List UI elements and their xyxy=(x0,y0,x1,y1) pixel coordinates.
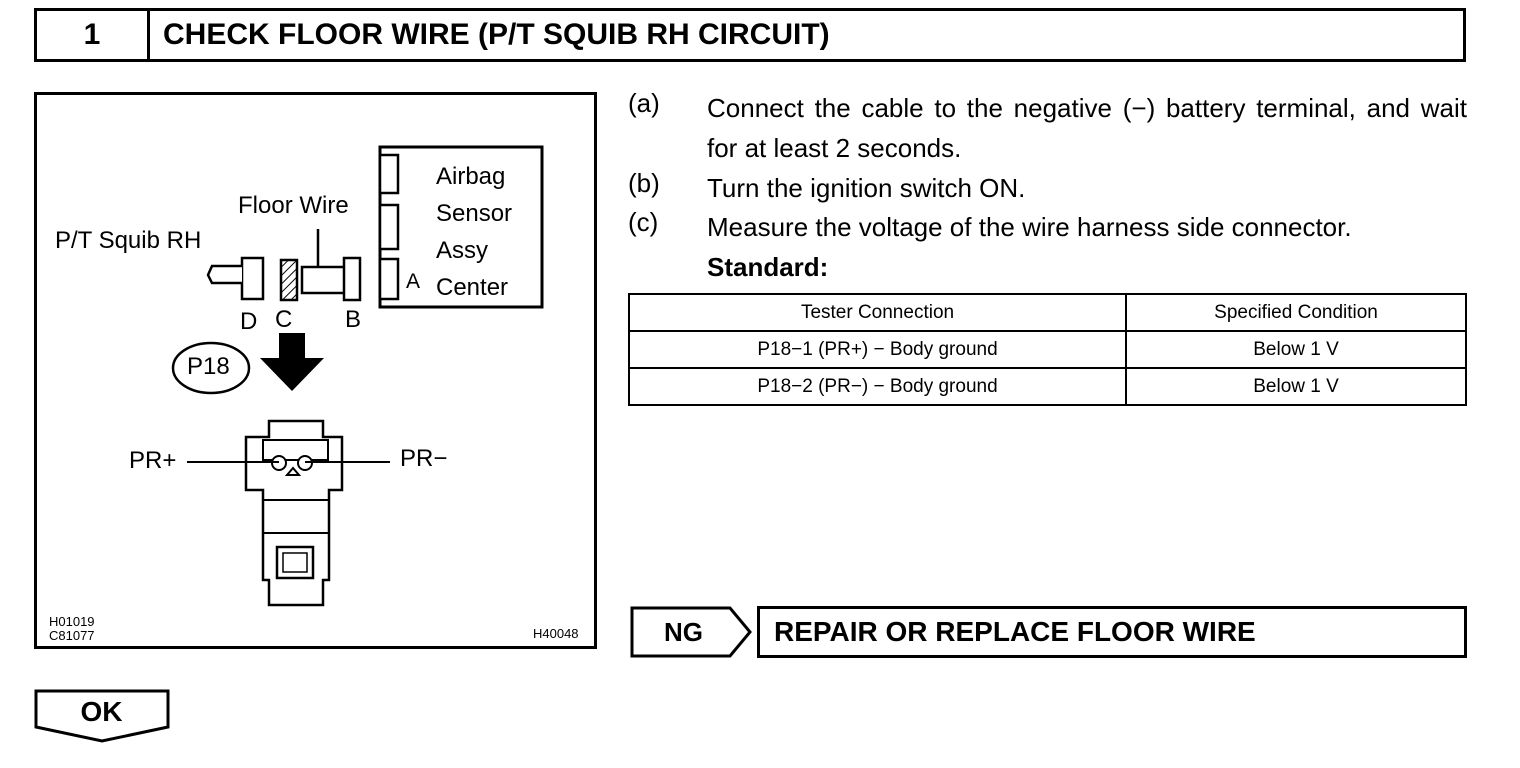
ng-action-box: REPAIR OR REPLACE FLOOR WIRE xyxy=(757,606,1467,658)
label-connector-d: D xyxy=(240,308,258,335)
squib-plug xyxy=(206,264,242,285)
p18-connector-face xyxy=(244,419,344,607)
table-row: P18−2 (PR−) − Body ground Below 1 V xyxy=(627,367,1467,406)
sensor-pin-2 xyxy=(378,203,400,251)
step-letter-c: (c) xyxy=(628,207,659,237)
table-row: P18−1 (PR+) − Body ground Below 1 V xyxy=(627,330,1467,369)
step-text-a: Connect the cable to the negative (−) ba… xyxy=(707,93,1467,163)
step-letter-b: (b) xyxy=(628,168,660,198)
down-arrow-icon xyxy=(260,333,324,391)
label-sensor: Sensor xyxy=(436,200,513,227)
label-center: Center xyxy=(436,274,509,301)
table-header: Tester Connection xyxy=(627,293,1128,332)
step-header: 1 CHECK FLOOR WIRE (P/T SQUIB RH CIRCUIT… xyxy=(34,8,1466,62)
step-number: 1 xyxy=(37,11,150,59)
step-letter-a: (a) xyxy=(628,88,660,118)
table-cell: Below 1 V xyxy=(1125,367,1467,406)
ng-arrow-icon xyxy=(630,606,752,658)
label-assy: Assy xyxy=(436,237,489,264)
step-title: CHECK FLOOR WIRE (P/T SQUIB RH CIRCUIT) xyxy=(163,18,830,51)
wiring-figure: P/T Squib RH Floor Wire Airbag Sensor As… xyxy=(34,92,597,649)
floor-wire-body xyxy=(300,265,349,295)
sensor-pin-1 xyxy=(378,153,400,195)
connector-b xyxy=(342,256,362,302)
table-cell: P18−2 (PR−) − Body ground xyxy=(627,367,1128,406)
label-p18: P18 xyxy=(187,353,230,380)
squib-connector-d xyxy=(240,256,265,301)
table-header: Specified Condition xyxy=(1125,293,1467,332)
ok-label: OK xyxy=(80,696,123,727)
label-airbag: Airbag xyxy=(436,163,506,190)
p18-ellipse xyxy=(171,341,251,395)
step-text-b: Turn the ignition switch ON. xyxy=(707,173,1026,203)
figure-code-2: C81077 xyxy=(49,628,95,643)
label-pt-squib: P/T Squib RH xyxy=(55,227,202,254)
figure-code-3: H40048 xyxy=(533,626,579,641)
table-cell: P18−1 (PR+) − Body ground xyxy=(627,330,1128,369)
sensor-connector-a xyxy=(378,257,400,301)
connector-c-hatched xyxy=(279,258,299,302)
label-connector-c: C xyxy=(275,306,293,333)
spec-table: Tester Connection Specified Condition P1… xyxy=(627,293,1467,406)
figure-code-1: H01019 xyxy=(49,614,95,629)
ng-label: NG xyxy=(664,616,703,647)
airbag-sensor-box xyxy=(378,145,544,309)
label-pr-plus: PR+ xyxy=(129,447,177,474)
step-text-c: Measure the voltage of the wire harness … xyxy=(707,212,1352,242)
ok-arrow-icon xyxy=(34,689,170,743)
label-connector-b: B xyxy=(345,306,362,333)
connector-diagram xyxy=(171,145,544,607)
standard-label: Standard: xyxy=(707,252,829,282)
label-floor-wire: Floor Wire xyxy=(238,192,349,219)
table-header-row: Tester Connection Specified Condition xyxy=(627,293,1467,332)
table-cell: Below 1 V xyxy=(1125,330,1467,369)
label-pr-minus: PR− xyxy=(400,445,448,472)
label-connector-a: A xyxy=(406,270,421,293)
